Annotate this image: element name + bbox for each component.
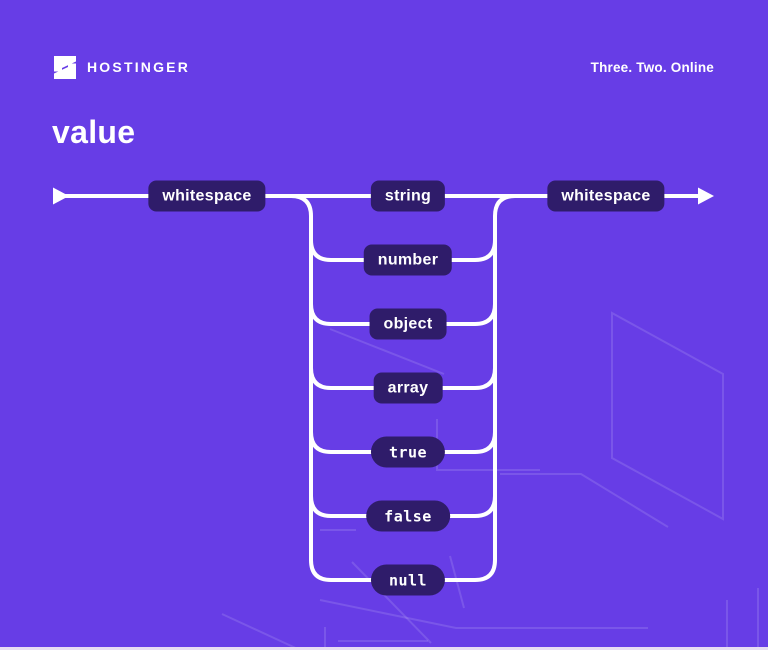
decor-line — [319, 599, 648, 629]
node-object: object — [369, 308, 447, 340]
node-label: false — [384, 507, 432, 525]
node-label: true — [388, 443, 428, 461]
node-whitespace-start: whitespace — [148, 180, 266, 212]
tagline: Three. Two. Online — [590, 59, 714, 75]
node-label: null — [388, 571, 428, 589]
start-arrow-icon — [53, 187, 69, 205]
node-label: array — [387, 379, 429, 396]
node-null: null — [370, 564, 446, 596]
page-title: value — [52, 114, 136, 150]
node-label: whitespace — [162, 187, 252, 204]
header: HOSTINGER Three. Two. Online — [53, 52, 714, 82]
decor-line — [221, 613, 301, 650]
node-true: true — [370, 436, 446, 468]
decor-rhombus — [611, 311, 724, 521]
decor-line — [351, 561, 432, 644]
hostinger-logo-icon — [54, 55, 76, 79]
decor-line — [436, 419, 540, 471]
decor-line — [500, 473, 669, 528]
decor-line — [329, 328, 445, 375]
bottom-edge-strip — [0, 647, 768, 650]
left-branch-trunk — [289, 194, 313, 562]
node-label: number — [377, 251, 439, 268]
right-branch-trunk — [493, 194, 517, 562]
node-whitespace-end: whitespace — [547, 180, 665, 212]
end-arrow-icon — [698, 187, 714, 205]
node-array: array — [373, 372, 443, 404]
hostinger-logo: HOSTINGER — [53, 55, 190, 80]
node-false: false — [366, 500, 450, 532]
node-string: string — [370, 180, 446, 212]
node-label: object — [383, 315, 433, 332]
node-label: string — [384, 187, 432, 204]
node-label: whitespace — [561, 187, 651, 204]
brand-name: HOSTINGER — [87, 59, 191, 75]
node-number: number — [363, 244, 453, 276]
